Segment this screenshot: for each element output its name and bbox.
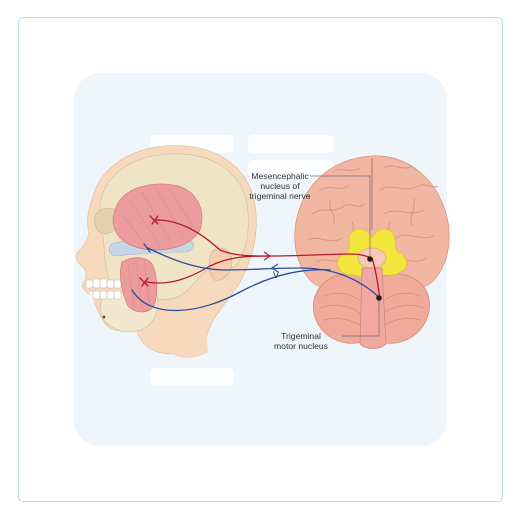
mesencephalic-nucleus-dot	[367, 256, 373, 262]
head-illustration	[76, 145, 257, 358]
leader-lines	[310, 175, 380, 337]
medulla	[359, 267, 387, 349]
masseter-muscle	[120, 257, 158, 313]
neck	[170, 330, 208, 358]
brain-illustration	[294, 155, 450, 349]
motor-nucleus-label: Trigeminal motor nucleus	[274, 331, 328, 351]
arrow-icon	[263, 251, 279, 273]
motor-fiber-masseter	[131, 269, 331, 312]
teeth	[85, 278, 122, 300]
motor-nucleus-dot	[376, 295, 382, 301]
placeholder-slot	[150, 368, 234, 386]
motor-fiber-temporalis	[147, 247, 381, 299]
sensory-fiber-masseter	[145, 255, 269, 284]
mesencephalic-label: Mesencephalic nucleus of trigeminal nerv…	[249, 171, 311, 201]
placeholder-slot	[248, 160, 334, 178]
nerve-v-label: V	[273, 270, 280, 280]
nerve-fibers	[131, 215, 381, 312]
placeholder-slot	[248, 135, 334, 153]
